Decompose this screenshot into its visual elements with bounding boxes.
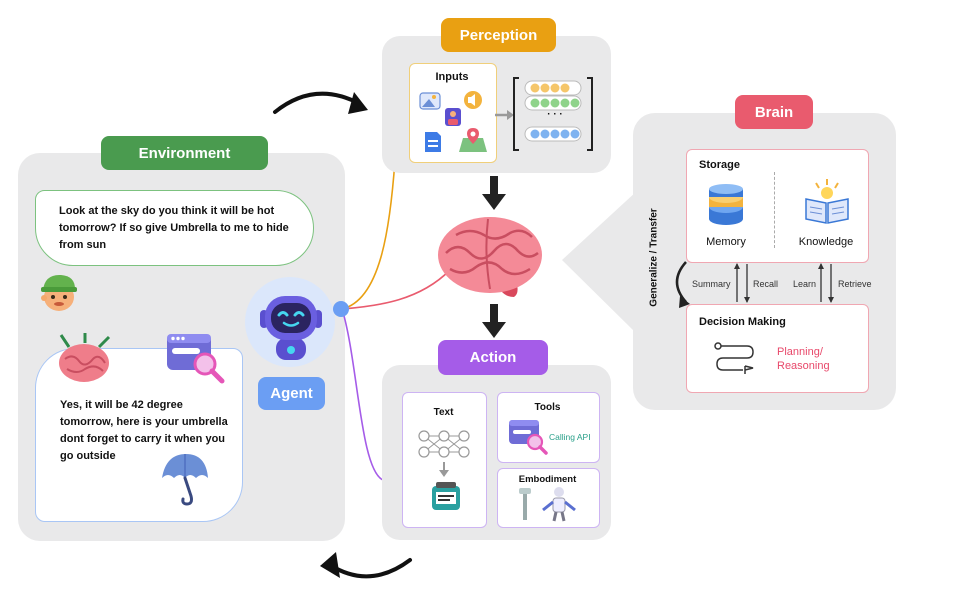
environment-title: Environment <box>101 136 268 170</box>
reasoning-label: Reasoning <box>777 360 830 372</box>
storage-divider <box>774 172 775 248</box>
perception-to-brain-arrow <box>482 176 506 210</box>
embodiment-action-label: Embodiment <box>518 474 577 485</box>
text-action-label: Text <box>433 407 454 418</box>
inputs-label: Inputs <box>435 71 469 83</box>
planning-flow-icon <box>713 340 757 376</box>
perception-title: Perception <box>441 18 556 52</box>
agent-message-text: Yes, it will be 42 degree tomorrow, here… <box>60 399 228 462</box>
robot-agent-icon <box>256 290 326 362</box>
action-title: Action <box>438 340 548 375</box>
user-message-bubble <box>35 190 314 266</box>
database-icon <box>707 183 745 227</box>
input-modalities-icons <box>417 90 489 156</box>
summary-label: Summary <box>692 279 731 289</box>
knowledge-book-icon <box>802 179 852 225</box>
brain-to-action-arrow <box>482 304 506 338</box>
robots-icon <box>515 486 581 522</box>
user-avatar-icon <box>37 270 81 314</box>
user-message-text: Look at the sky do you think it will be … <box>59 205 289 251</box>
neural-network-icon <box>414 428 474 520</box>
agent-connector-dot <box>333 301 349 317</box>
retrieve-label: Retrieve <box>838 279 872 289</box>
brain-title: Brain <box>735 95 813 129</box>
planning-label: Planning/ <box>777 346 823 358</box>
perception-arrow-icon <box>495 108 515 120</box>
brain-panel-pointer <box>562 190 638 335</box>
storage-label: Storage <box>699 159 740 171</box>
umbrella-icon <box>160 452 210 508</box>
tools-action-label: Tools <box>534 402 561 413</box>
recall-label: Recall <box>753 279 779 289</box>
agent-label: Agent <box>258 377 325 410</box>
memory-label: Memory <box>706 236 746 248</box>
central-brain-icon <box>436 213 546 301</box>
decision-making-label: Decision Making <box>699 316 786 328</box>
brain-electrodes-icon <box>55 333 113 385</box>
learn-label: Learn <box>793 279 817 289</box>
embedding-vectors-icon <box>513 77 593 151</box>
tools-api-icon <box>508 418 548 455</box>
embodiment-action-card <box>497 468 600 528</box>
calling-api-label: Calling API <box>549 432 591 442</box>
knowledge-label: Knowledge <box>798 236 854 248</box>
vector-ellipsis: · · · <box>547 109 563 120</box>
web-search-icon <box>165 330 227 385</box>
